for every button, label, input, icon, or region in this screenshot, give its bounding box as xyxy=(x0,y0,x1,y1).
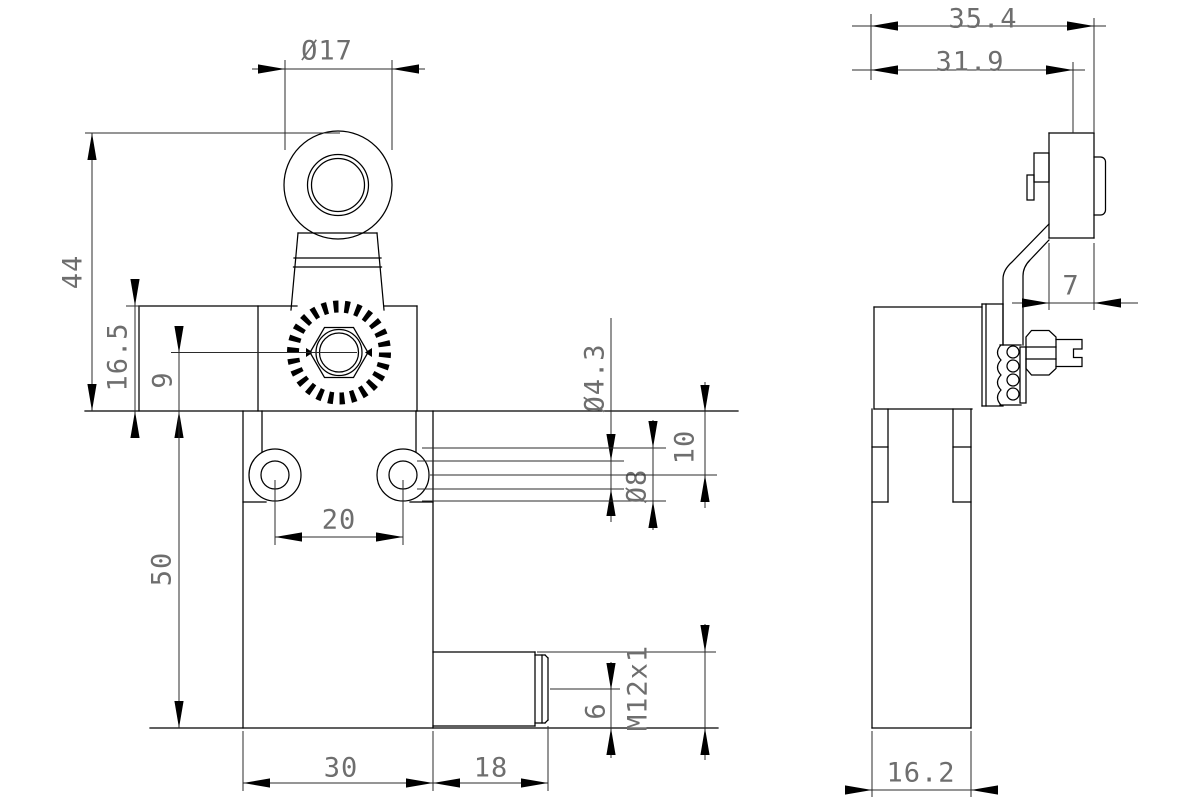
dim-roller-diameter: Ø17 xyxy=(252,36,425,150)
dim-lever-center: 31.9 xyxy=(852,47,1085,133)
dim-label: Ø8 xyxy=(622,469,653,504)
dimensions-side: 35.4 31.9 7 16.2 xyxy=(845,4,1138,797)
dim-bracket-width: 7 xyxy=(1012,243,1138,310)
roller-side-face xyxy=(1093,156,1107,216)
dim-hole-diameter: Ø4.3 xyxy=(417,318,624,522)
slotted-shaft-end xyxy=(1055,338,1083,368)
dim-counterbore-diameter: Ø8 xyxy=(422,420,666,530)
dim-label: 7 xyxy=(1062,271,1079,302)
switch-head-side xyxy=(873,303,1004,410)
dim-label: 44 xyxy=(58,255,89,290)
mounting-holes xyxy=(248,448,430,502)
dimensions-front: Ø17 44 16.5 9 50 xyxy=(58,36,717,791)
shaft-washer xyxy=(1019,346,1027,404)
dim-connector-offset: 6 xyxy=(550,662,620,758)
dim-thread: M12x1 xyxy=(537,624,716,760)
axle-screw-head xyxy=(1033,152,1050,183)
dim-total-height: 44 xyxy=(58,132,340,411)
dim-label: 16.5 xyxy=(103,322,134,391)
dim-label: 18 xyxy=(474,753,509,784)
switch-body-side xyxy=(871,408,972,729)
dim-label: 31.9 xyxy=(935,47,1004,78)
dim-label: 35.4 xyxy=(948,4,1017,35)
shaft-nut-side xyxy=(1025,329,1057,376)
hub-shaft-side xyxy=(996,329,1083,406)
dim-body-width: 30 xyxy=(242,731,434,791)
dim-label: Ø4.3 xyxy=(580,343,611,412)
dim-body-height: 50 xyxy=(147,411,184,728)
dim-body-depth: 16.2 xyxy=(845,731,998,797)
knurl-teeth-ring xyxy=(287,300,391,405)
dim-label: 20 xyxy=(322,505,357,536)
dim-label: M12x1 xyxy=(623,645,654,731)
dim-label: 30 xyxy=(324,753,359,784)
dim-label: Ø17 xyxy=(301,36,353,67)
dim-label: 6 xyxy=(581,702,612,719)
lever-arm-side xyxy=(1002,223,1050,346)
switch-head-front xyxy=(138,305,418,412)
front-view xyxy=(84,130,739,729)
knurl-side-profile xyxy=(996,344,1002,406)
dim-hole-spacing: 20 xyxy=(274,480,404,545)
dim-hole-center-offset: 10 xyxy=(430,382,717,508)
dim-head-height: 16.5 xyxy=(103,279,140,438)
roller-bracket-side xyxy=(1026,132,1107,239)
cable-connector-front xyxy=(432,651,549,727)
side-view xyxy=(871,132,1107,729)
axle-washer xyxy=(1026,174,1035,201)
dim-label: 10 xyxy=(670,430,701,465)
roller-front xyxy=(283,130,393,240)
hub-right-pointer-mark xyxy=(365,348,372,357)
dim-label: 50 xyxy=(147,552,178,587)
lever-arm-front xyxy=(290,232,385,311)
dim-label: 9 xyxy=(148,371,179,388)
dim-total-width: 35.4 xyxy=(852,4,1106,133)
switch-body-front xyxy=(84,410,739,729)
dim-hub-offset: 9 xyxy=(148,326,357,438)
dim-connector-length: 18 xyxy=(433,726,549,791)
dim-label: 16.2 xyxy=(886,758,955,789)
